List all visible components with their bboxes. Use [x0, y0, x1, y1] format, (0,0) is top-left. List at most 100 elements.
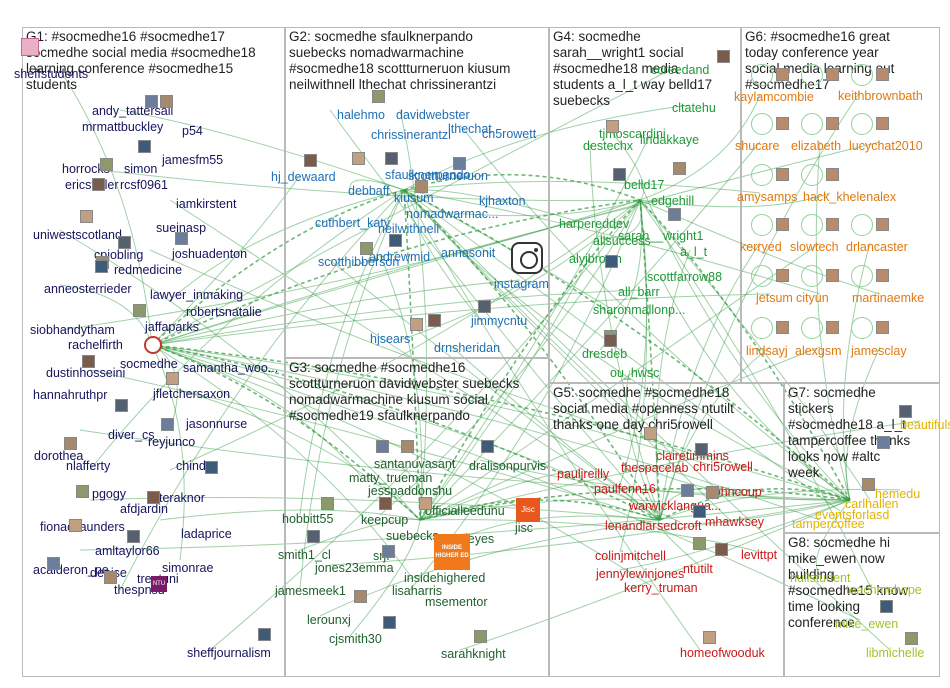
- node-label[interactable]: ladaprice: [181, 527, 232, 541]
- node-label[interactable]: diver_cs: [108, 428, 155, 442]
- node-label[interactable]: annasonit: [441, 246, 496, 260]
- node-label[interactable]: officialleedunu: [425, 504, 505, 518]
- node-label[interactable]: fionacsaunders: [40, 520, 125, 534]
- node-label[interactable]: ieyes: [465, 532, 495, 546]
- node-label[interactable]: sedcroft: [657, 519, 702, 533]
- node-label[interactable]: a_l_t: [680, 245, 708, 259]
- node-label[interactable]: lisaharris: [392, 584, 443, 598]
- node-label[interactable]: amysamps: [737, 190, 798, 204]
- node-label[interactable]: lindakkaye: [640, 133, 700, 147]
- node-label[interactable]: drlancaster: [846, 240, 908, 254]
- node-label[interactable]: insidehighered: [404, 571, 486, 585]
- node-label[interactable]: homeofwooduk: [680, 646, 765, 660]
- node-label[interactable]: rachelfirth: [68, 338, 123, 352]
- node-label[interactable]: ccreedand: [651, 63, 710, 77]
- node-label[interactable]: lerounxj: [307, 613, 351, 627]
- node-label[interactable]: edgehill: [651, 194, 695, 208]
- node-label[interactable]: halehmo: [337, 108, 385, 122]
- node-label[interactable]: alexgsm: [795, 344, 842, 358]
- insidehighered-logo-icon[interactable]: INSIDE HIGHER ED: [434, 534, 470, 570]
- node-label[interactable]: dorothea: [34, 449, 84, 463]
- node-label[interactable]: redmedicine: [114, 263, 183, 277]
- node-label[interactable]: horrocks: [62, 162, 110, 176]
- node-label[interactable]: cjsmith30: [329, 632, 382, 646]
- node-label[interactable]: teachmehope: [846, 583, 922, 597]
- node-label[interactable]: all_barr: [618, 285, 660, 299]
- node-label[interactable]: lthechat: [448, 122, 492, 136]
- node-label[interactable]: kjhaxton: [479, 194, 526, 208]
- node-label[interactable]: libmichelle: [866, 646, 925, 660]
- node-label[interactable]: suebecks: [386, 529, 439, 543]
- node-label[interactable]: hemedu: [875, 487, 921, 501]
- node-label[interactable]: scottturneruon: [408, 169, 488, 183]
- node-label[interactable]: cityun: [796, 291, 829, 305]
- node-label[interactable]: johncoup: [711, 485, 762, 499]
- node-label[interactable]: kerry_truman: [624, 581, 698, 595]
- jisc-logo-icon[interactable]: Jisc: [516, 498, 540, 522]
- node-label[interactable]: hobbitt55: [282, 512, 334, 526]
- node-label[interactable]: tampercoffee: [792, 517, 865, 531]
- node-label[interactable]: p54: [182, 124, 203, 138]
- node-label[interactable]: ericstoller: [65, 178, 119, 192]
- node-label[interactable]: davidwebster: [396, 108, 470, 122]
- node-label[interactable]: jasonnurse: [186, 417, 248, 431]
- node-label[interactable]: destechx: [583, 139, 634, 153]
- node-label[interactable]: jfletchersaxon: [153, 387, 231, 401]
- node-label[interactable]: levittpt: [741, 548, 778, 562]
- node-label[interactable]: jesspaddonshu: [368, 484, 453, 498]
- node-label[interactable]: joshuadenton: [172, 247, 248, 261]
- node-label[interactable]: chindu: [176, 459, 213, 473]
- node-label[interactable]: thespacelab: [621, 461, 689, 475]
- node-label[interactable]: matty_trueman: [349, 471, 433, 485]
- node-label[interactable]: sfaulknerpando: [385, 168, 471, 182]
- node-label[interactable]: cltatehu: [672, 101, 716, 115]
- node-label[interactable]: hack_khelenalex: [803, 190, 897, 204]
- node-label[interactable]: ntutilt: [683, 562, 713, 576]
- node-label[interactable]: sheffjournalism: [187, 646, 271, 660]
- node-label[interactable]: reyjunco: [148, 435, 196, 449]
- node-label[interactable]: slowtech: [790, 240, 839, 254]
- node-label[interactable]: colinjmitchell: [595, 549, 666, 563]
- node-label[interactable]: kaylamcombie: [734, 90, 814, 104]
- node-label[interactable]: smith1_cl: [278, 548, 331, 562]
- node-label[interactable]: keithbrownbath: [838, 89, 923, 103]
- node-label[interactable]: ch5rowett: [482, 127, 537, 141]
- node-label[interactable]: elizabeth: [791, 139, 842, 153]
- node-label[interactable]: dralisonpurvis: [469, 459, 547, 473]
- node-label[interactable]: debbaff: [348, 184, 390, 198]
- node-label[interactable]: carlhallen: [845, 497, 899, 511]
- socmedhe-hub-icon[interactable]: [144, 336, 162, 354]
- node-label[interactable]: chrissinerantzi: [371, 128, 451, 142]
- node-label[interactable]: hullstudent: [790, 571, 851, 585]
- node-label[interactable]: scotthibberson: [318, 255, 400, 269]
- node-label[interactable]: samantha_woo...: [183, 361, 279, 375]
- node-label[interactable]: lenandlar: [605, 519, 657, 533]
- node-label[interactable]: keepcup: [361, 513, 409, 527]
- node-label[interactable]: jennylewinjones: [596, 567, 685, 581]
- node-label[interactable]: kiusum: [394, 191, 434, 205]
- instagram-icon[interactable]: [511, 242, 543, 274]
- node-label[interactable]: beautifulsch: [900, 418, 950, 432]
- node-label[interactable]: jimmycntu: [471, 314, 528, 328]
- node-label[interactable]: teraknor: [159, 491, 205, 505]
- node-label[interactable]: sarahknight: [441, 647, 506, 661]
- node-label[interactable]: robertsnatalie: [186, 305, 262, 319]
- node-label[interactable]: pgogy: [92, 487, 127, 501]
- node-label[interactable]: cuthbert_katy: [315, 216, 391, 230]
- node-label[interactable]: kerryed: [740, 240, 782, 254]
- node-label[interactable]: mike_ewen: [835, 617, 899, 631]
- node-label[interactable]: sueinasp: [156, 221, 207, 235]
- node-label[interactable]: sarah__wright1: [618, 229, 704, 243]
- node-label[interactable]: dustinhosseini: [46, 366, 126, 380]
- node-label[interactable]: socmedhe: [120, 357, 178, 371]
- node-label[interactable]: andrewmid: [369, 250, 431, 264]
- node-label[interactable]: nomadwarmac...: [406, 207, 499, 221]
- node-label[interactable]: lawyer_inmaking: [150, 288, 244, 302]
- node-label[interactable]: nlafferty: [66, 459, 111, 473]
- node-label[interactable]: sheffstudents: [14, 67, 89, 81]
- node-label[interactable]: hj_dewaard: [271, 170, 336, 184]
- node-label[interactable]: mrmattbuckley: [82, 120, 164, 134]
- node-label[interactable]: clairetimmins: [656, 449, 729, 463]
- node-label[interactable]: harpereddev: [559, 217, 630, 231]
- node-label[interactable]: jisc: [515, 521, 534, 535]
